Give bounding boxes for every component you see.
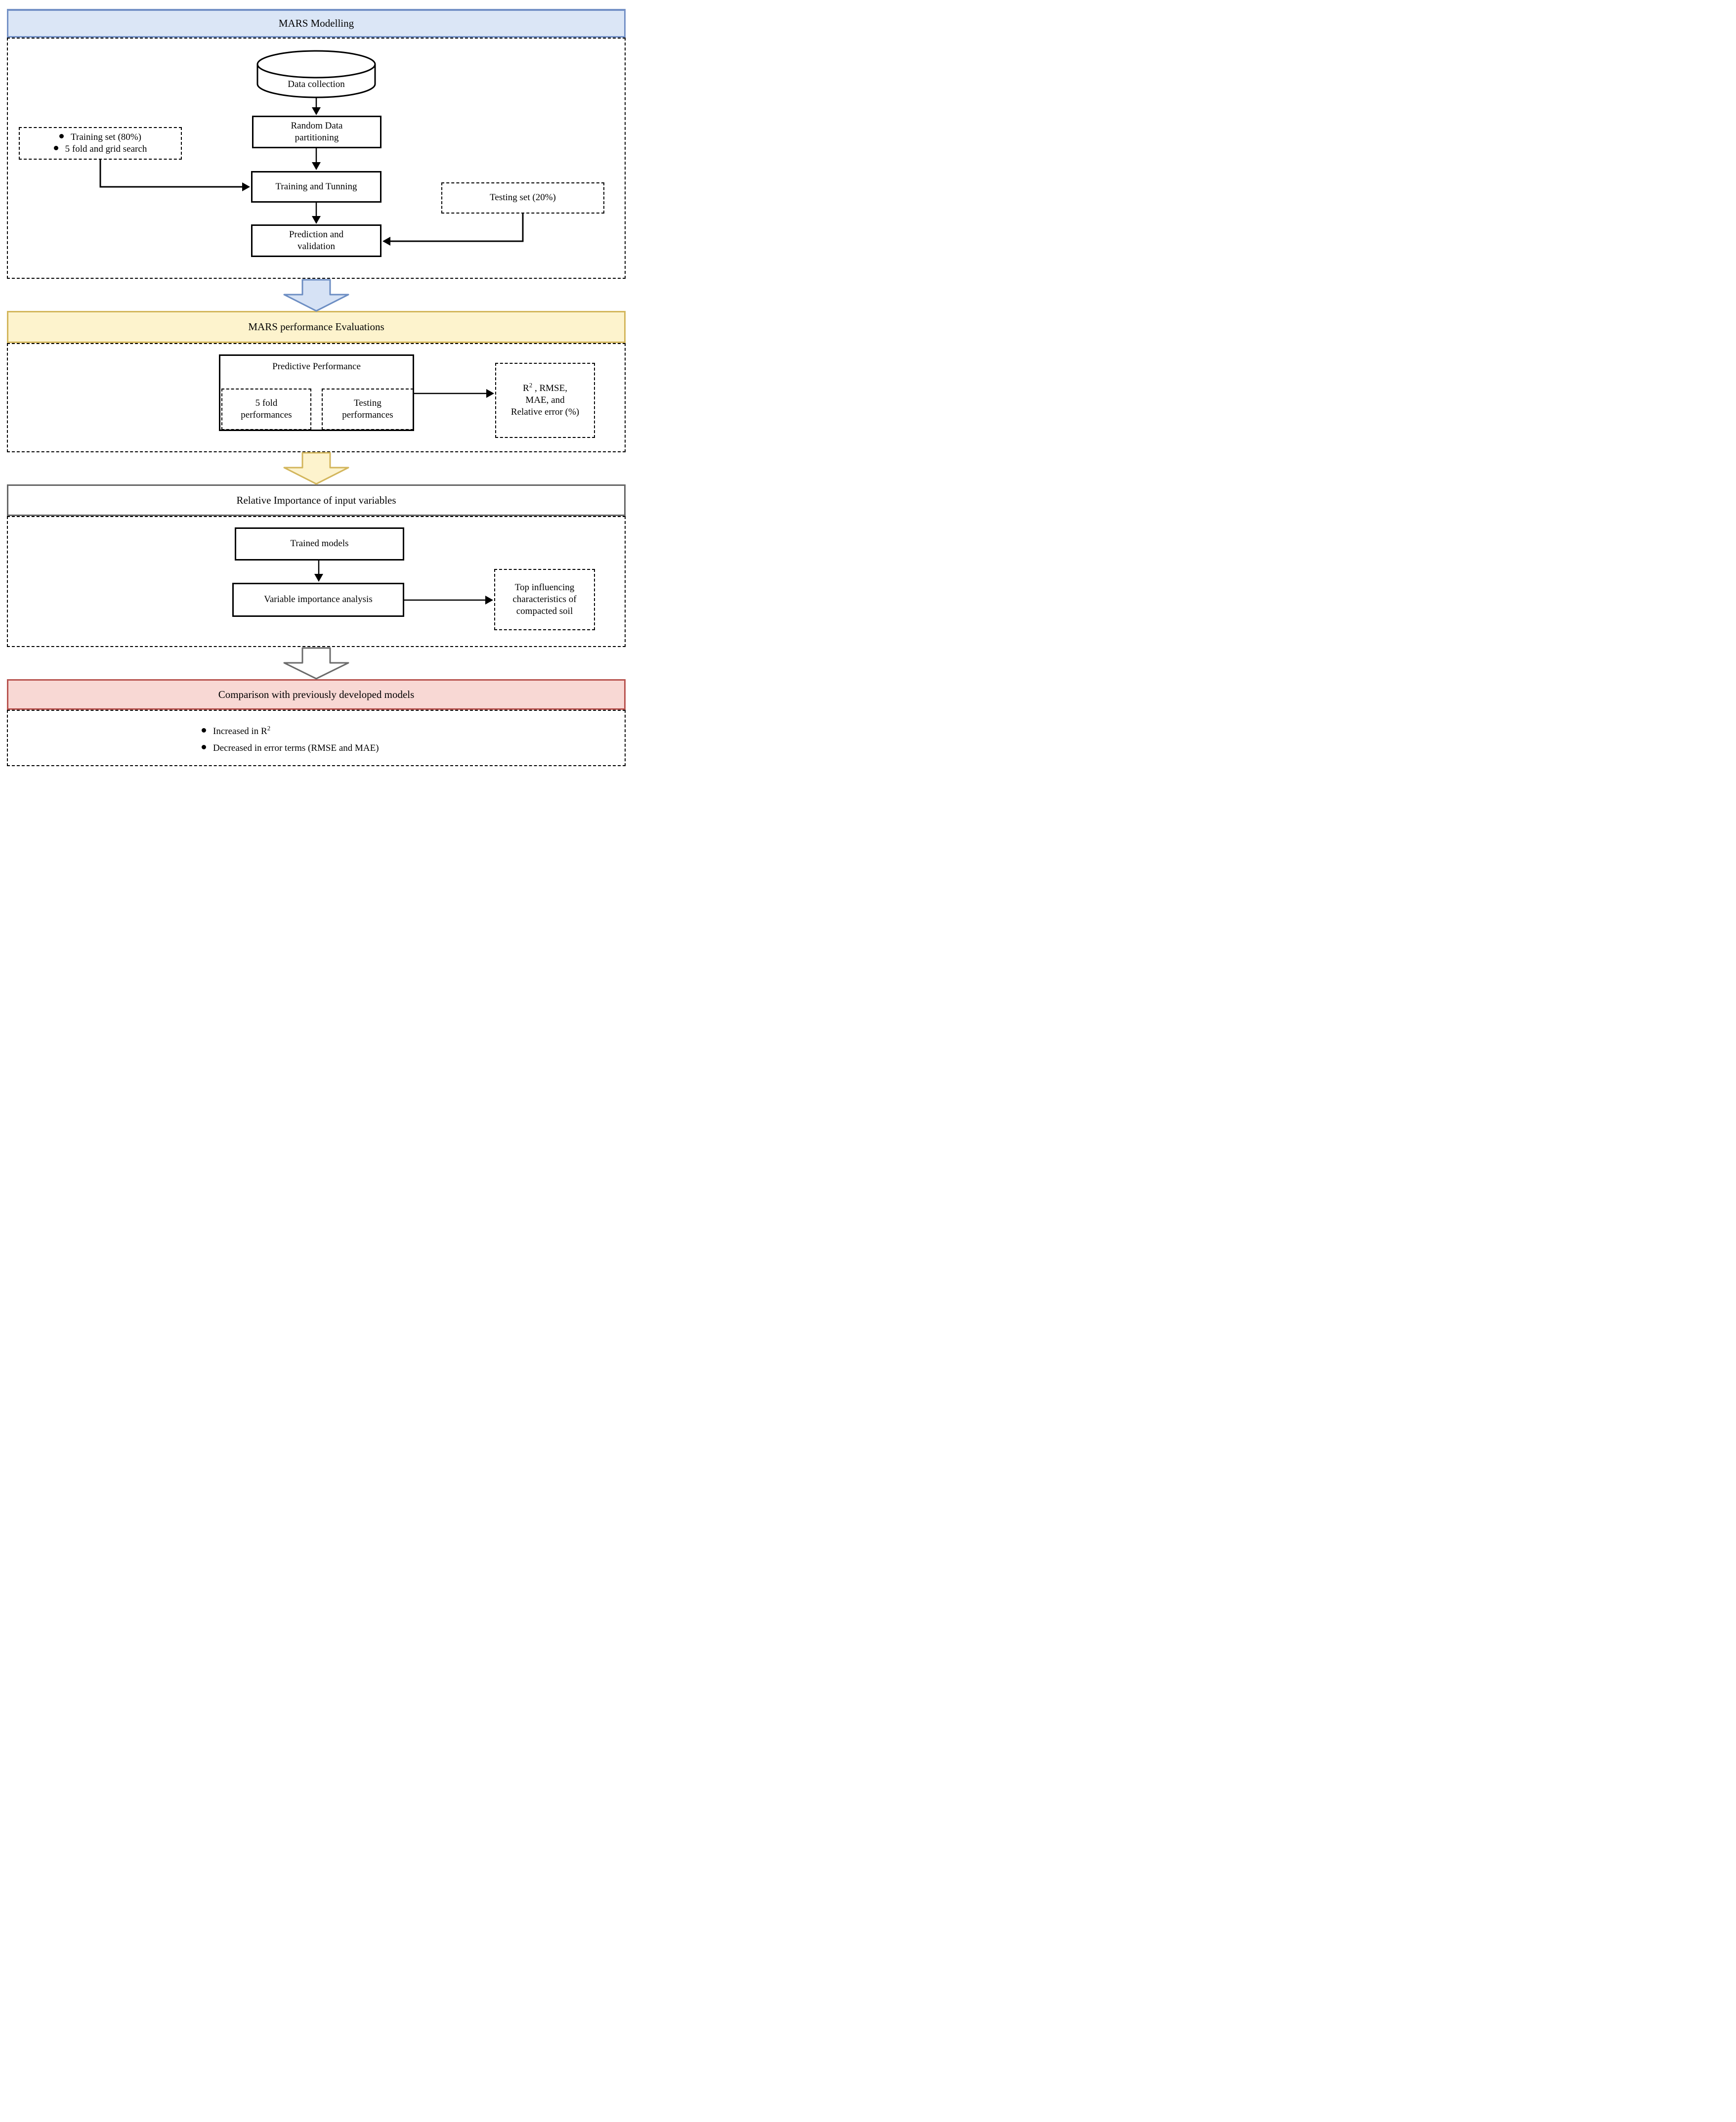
metrics-line1: R2 , RMSE, xyxy=(523,381,567,394)
testing-set-text: Testing set (20%) xyxy=(490,192,556,203)
metrics-r: R xyxy=(523,383,529,393)
training-set-box: Training set (80%) 5 fold and grid searc… xyxy=(19,127,182,160)
section-arrow-yellow xyxy=(283,452,349,485)
random-data-partitioning-box: Random Data partitioning xyxy=(252,116,381,148)
random-data-partitioning-line1: Random Data xyxy=(291,120,343,131)
training-set-bullet2: 5 fold and grid search xyxy=(65,144,147,154)
data-collection-text: Data collection xyxy=(288,79,345,89)
prediction-validation-line2: validation xyxy=(297,241,335,252)
training-and-tunning-text: Training and Tunning xyxy=(275,181,357,192)
section-arrow-gray xyxy=(283,647,349,680)
random-data-partitioning-line2: partitioning xyxy=(295,132,339,143)
bullet-dot-icon xyxy=(53,146,58,150)
data-collection-label: Data collection xyxy=(257,77,376,92)
testing-performances-box: Testing performances xyxy=(322,389,414,430)
comparison-bullet-row-2: Decreased in error terms (RMSE and MAE) xyxy=(202,742,379,754)
connector-partitioning-to-training xyxy=(312,148,321,170)
training-and-tunning-box: Training and Tunning xyxy=(251,171,381,203)
prediction-and-validation-box: Prediction and validation xyxy=(251,224,381,257)
comparison-bullet-row-1: Increased in R2 xyxy=(202,724,379,737)
section-comparison-container xyxy=(7,710,626,766)
section-importance-container xyxy=(7,516,626,647)
testing-perf-line1: Testing xyxy=(354,397,381,408)
header-comparison: Comparison with previously developed mod… xyxy=(7,679,626,710)
predictive-performance-box: Predictive Performance 5 fold performanc… xyxy=(219,354,414,431)
five-fold-line1: 5 fold xyxy=(255,397,278,408)
comparison-bullet-list: Increased in R2 Decreased in error terms… xyxy=(202,724,379,755)
five-fold-performances-box: 5 fold performances xyxy=(221,389,311,430)
header-mars-modelling-label: MARS Modelling xyxy=(278,17,354,29)
metrics-r-exponent: 2 xyxy=(529,381,533,389)
header-mars-performance-evaluations-label: MARS performance Evaluations xyxy=(248,321,384,333)
bullet-dot-icon xyxy=(59,133,64,138)
trained-models-text: Trained models xyxy=(290,538,349,549)
database-cylinder-icon xyxy=(256,50,376,98)
header-relative-importance: Relative Importance of input variables xyxy=(7,484,626,516)
variable-importance-analysis-box: Variable importance analysis xyxy=(232,583,404,617)
top-influencing-line2: characteristics of xyxy=(512,594,577,605)
header-mars-modelling: MARS Modelling xyxy=(7,9,626,38)
connector-training-to-prediction xyxy=(312,203,321,224)
connector-performance-to-metrics xyxy=(414,389,494,398)
comparison-bullet1: Increased in R2 xyxy=(213,724,271,737)
flowchart-figure: MARS Modelling MARS performance Evaluati… xyxy=(0,0,633,774)
five-fold-line2: performances xyxy=(241,410,292,420)
bullet-dot-icon xyxy=(202,728,206,733)
metrics-line1-rest: , RMSE, xyxy=(532,383,567,393)
header-relative-importance-label: Relative Importance of input variables xyxy=(236,494,396,506)
top-influencing-box: Top influencing characteristics of compa… xyxy=(494,569,595,630)
comparison-bullet1-text: Increased in R xyxy=(213,726,267,736)
top-influencing-line3: compacted soil xyxy=(516,606,573,617)
trained-models-box: Trained models xyxy=(235,527,404,561)
connector-trainingset-to-training xyxy=(99,160,250,191)
connector-cylinder-to-partitioning xyxy=(312,97,321,115)
connector-analysis-to-characteristics xyxy=(404,596,493,605)
comparison-bullet2: Decreased in error terms (RMSE and MAE) xyxy=(213,743,379,754)
grid-search-bullet-row: 5 fold and grid search xyxy=(53,143,147,155)
testing-set-box: Testing set (20%) xyxy=(441,182,604,214)
training-set-bullet1: Training set (80%) xyxy=(71,131,141,142)
predictive-performance-title: Predictive Performance xyxy=(272,361,361,372)
header-mars-performance-evaluations: MARS performance Evaluations xyxy=(7,311,626,343)
variable-importance-text: Variable importance analysis xyxy=(264,594,373,605)
section-modelling-container xyxy=(7,38,626,279)
comparison-bullet1-exponent: 2 xyxy=(267,724,271,732)
prediction-validation-line1: Prediction and xyxy=(289,229,344,240)
section-arrow-blue xyxy=(283,279,349,312)
section-evaluations-container xyxy=(7,343,626,452)
top-influencing-line1: Top influencing xyxy=(514,582,575,593)
testing-perf-line2: performances xyxy=(342,410,393,420)
bullet-dot-icon xyxy=(202,745,206,750)
connector-models-to-analysis xyxy=(314,561,323,582)
metrics-line2: MAE, and xyxy=(525,394,565,405)
connector-testingset-to-prediction xyxy=(382,214,524,246)
training-set-bullet-row: Training set (80%) xyxy=(59,131,141,143)
connector-layer xyxy=(99,50,524,680)
metrics-box: R2 , RMSE, MAE, and Relative error (%) xyxy=(495,363,595,438)
metrics-line3: Relative error (%) xyxy=(510,407,580,418)
header-comparison-label: Comparison with previously developed mod… xyxy=(218,688,415,700)
